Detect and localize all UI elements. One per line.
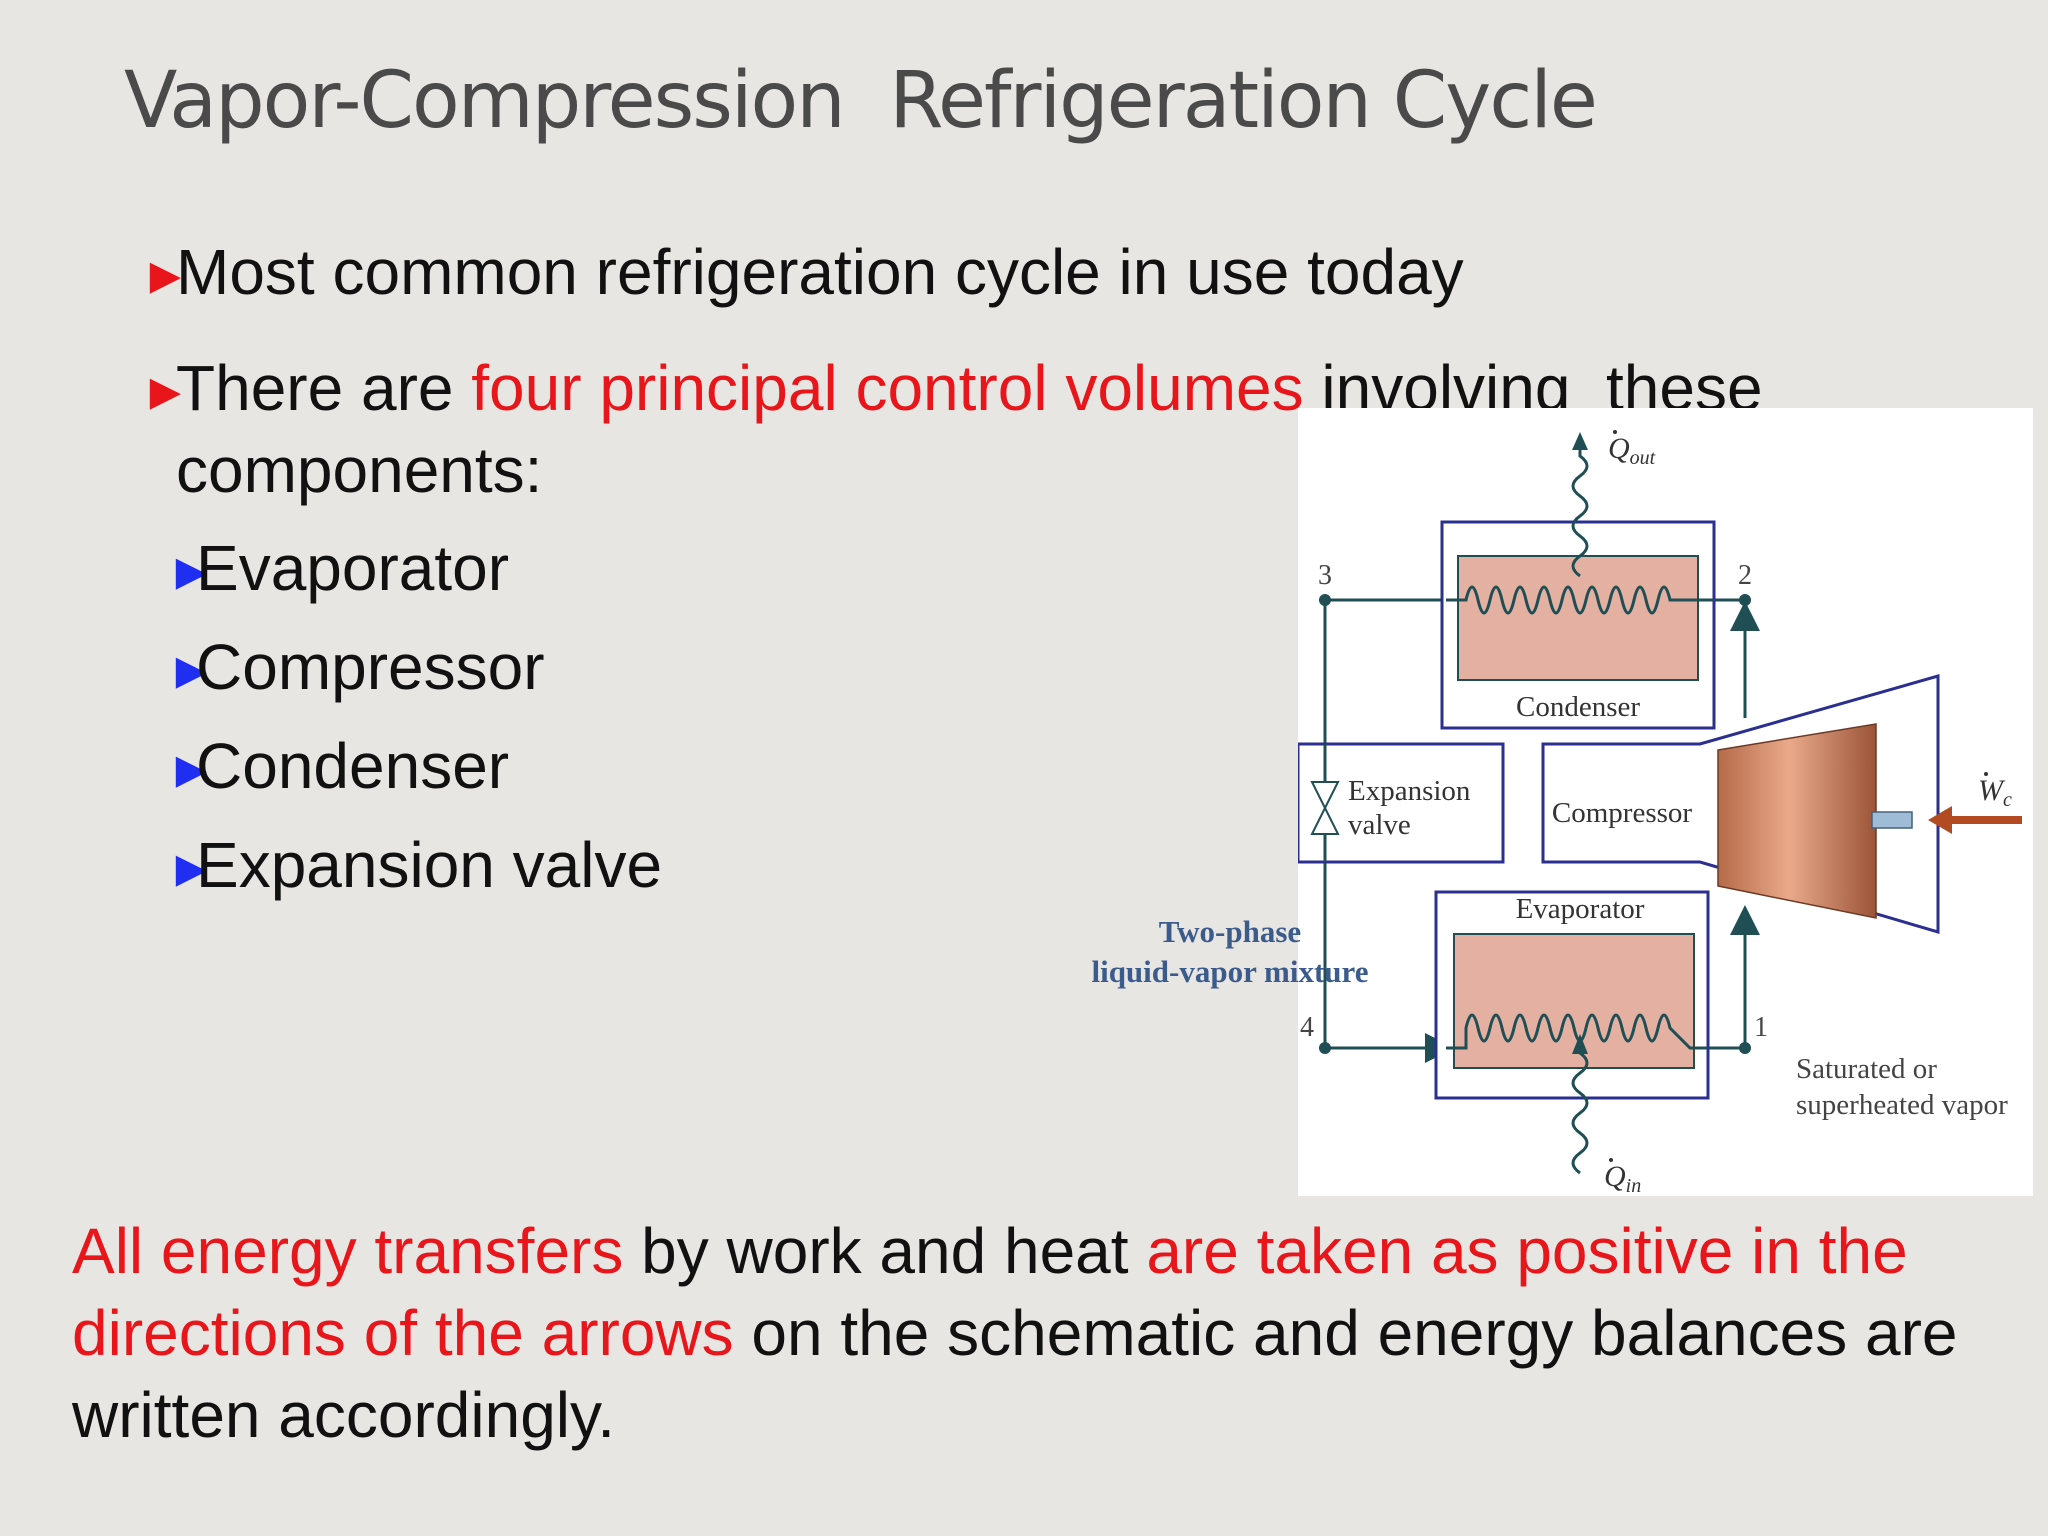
red-triangle-icon: ►: [139, 247, 192, 305]
state-3-label: 3: [1318, 560, 1332, 591]
w-c-label: Wc: [1978, 774, 2012, 811]
state-2-label: 2: [1738, 560, 1752, 591]
blue-triangle-icon: ►: [165, 642, 218, 700]
two-phase-annotation: Two-phase liquid-vapor mixture: [1091, 914, 1369, 989]
component-item: ► Evaporator: [130, 528, 510, 768]
condenser-label: Condenser: [1516, 691, 1640, 723]
red-triangle-icon: ►: [139, 363, 192, 421]
slide-title: Vapor-Compression Refrigeration Cycle: [124, 56, 1598, 146]
svg-text:valve: valve: [1348, 809, 1411, 841]
expansion-valve-label: Expansion: [1348, 775, 1471, 807]
blue-triangle-icon: ►: [165, 741, 218, 799]
svg-text:superheated vapor: superheated vapor: [1796, 1089, 2008, 1121]
evaporator-label: Evaporator: [1516, 893, 1645, 925]
refrigeration-schematic: Condenser Qout Expansion valve Compresso…: [1296, 408, 2033, 1197]
blue-triangle-icon: ►: [165, 840, 218, 898]
q-out-label: Qout: [1608, 432, 1656, 469]
component-item: ► Condenser: [130, 726, 510, 966]
bullet-control-volumes-line2: components:: [176, 434, 543, 506]
state-1-label: 1: [1754, 1012, 1768, 1043]
component-item: ► Compressor: [130, 627, 545, 867]
bullet-most-common: ► Most common refrigeration cycle in use…: [104, 232, 1464, 472]
footer-note: All energy transfers by work and heat ar…: [72, 1215, 1958, 1451]
compressor-label: Compressor: [1552, 797, 1693, 829]
state-4-label: 4: [1300, 1012, 1314, 1043]
component-item: ► Expansion valve: [130, 825, 663, 1065]
saturated-vapor-label: Saturated or: [1796, 1053, 1937, 1085]
blue-triangle-icon: ►: [165, 543, 218, 601]
q-in-label: Qin: [1604, 1160, 1641, 1196]
